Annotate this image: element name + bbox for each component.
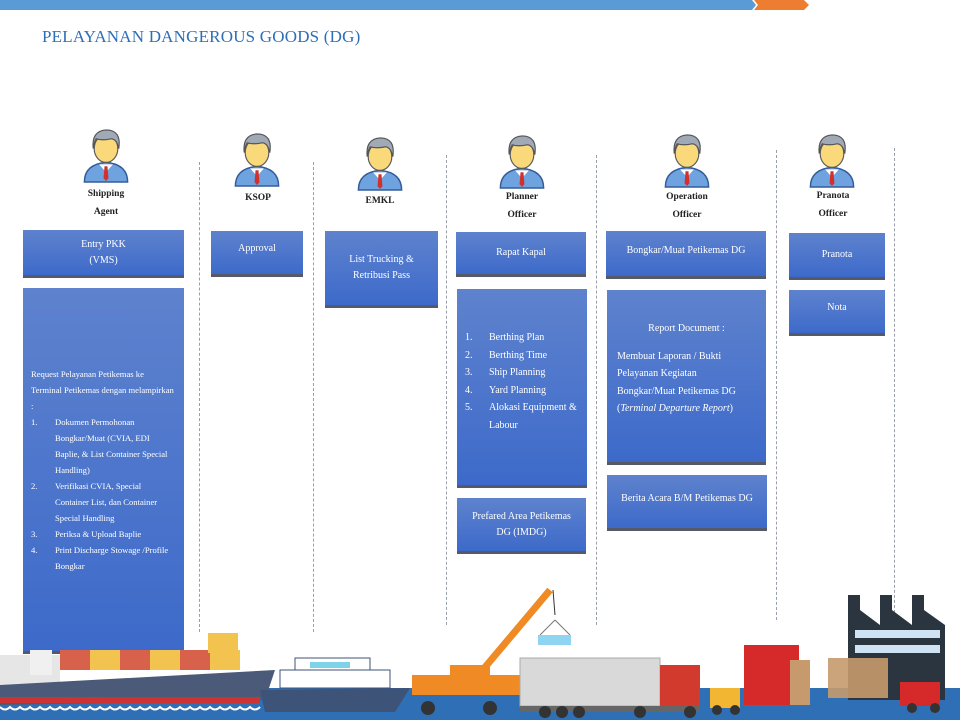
box-text: Terminal Departure Report <box>620 403 730 414</box>
user-avatar-icon <box>83 129 129 183</box>
list-text: Ship Planning <box>489 367 546 378</box>
list-text: Berthing Time <box>489 349 548 361</box>
box-text: Request Pelayanan Petikemas ke Terminal … <box>31 368 174 411</box>
list-number: 4. <box>465 384 473 396</box>
list-text: Alokasi Equipment & Labour <box>489 402 577 431</box>
list-text: Dokumen Permohonan Bongkar/Muat (CVIA, E… <box>55 416 168 475</box>
role-label: Officer <box>818 209 848 219</box>
container-ship <box>0 633 275 711</box>
list-number: 3. <box>465 367 473 378</box>
list-number: 2. <box>31 480 38 491</box>
planner-list: 1. Berthing Plan 2. Berthing Time 3. Ship Pla… <box>465 329 579 434</box>
box-text: ( <box>617 403 621 414</box>
entry-pkk-box: Entry PKK (VMS) <box>23 230 184 278</box>
list-text: Verifikasi CVIA, Special Container List,… <box>55 480 158 523</box>
forklift-and-warehouse <box>710 595 945 715</box>
list-number: 4. <box>31 544 38 555</box>
list-item: 2. Berthing Time <box>465 347 579 365</box>
list-item: 2. Verifikasi CVIA, Special Container Lis… <box>31 478 176 526</box>
list-number: 3. <box>31 528 38 539</box>
list-number: 1. <box>31 416 38 427</box>
role-label: EMKL <box>365 196 395 206</box>
list-text: Berthing Plan <box>489 332 545 343</box>
box-text: Entry PKK <box>81 238 126 250</box>
column-divider <box>313 162 314 632</box>
nota-box: Nota <box>789 290 885 336</box>
list-item: 1. Berthing Plan <box>465 329 579 347</box>
box-text: Approval <box>238 243 276 254</box>
list-text: Print Discharge Stowage /Profile Bongkar <box>55 544 169 571</box>
column-divider <box>776 150 777 620</box>
planner-list-box: 1. Berthing Plan 2. Berthing Time 3. Ship Pla… <box>457 289 587 488</box>
approval-box: Approval <box>211 231 303 277</box>
header-bar <box>0 0 752 10</box>
list-text: Periksa & Upload Baplie <box>55 528 142 539</box>
role-label: Officer <box>507 210 537 220</box>
list-number: 2. <box>465 349 473 361</box>
user-avatar-icon <box>499 135 545 189</box>
list-item: 4. Yard Planning <box>465 382 579 400</box>
box-text: Retribusi Pass <box>353 270 410 281</box>
box-text: Prefared Area Petikemas <box>472 510 571 522</box>
role-label: Agent <box>93 207 119 217</box>
list-number: 1. <box>465 332 473 343</box>
box-text: ) <box>729 403 733 414</box>
role-ksop: KSOP <box>198 189 318 207</box>
user-avatar-icon <box>234 133 280 187</box>
list-item: 4. Print Discharge Stowage /Profile Bongk… <box>31 542 176 574</box>
box-text: (VMS) <box>89 254 118 266</box>
page-title: PELAYANAN DANGEROUS GOODS (DG) <box>42 27 361 46</box>
box-text: Rapat Kapal <box>496 247 546 258</box>
list-trucking-box: List Trucking & Retribusi Pass <box>325 231 438 308</box>
mobile-crane <box>412 587 571 715</box>
report-document-box: Report Document : Membuat Laporan / Bukt… <box>607 290 766 465</box>
user-avatar-icon <box>357 137 403 191</box>
list-number: 5. <box>465 402 473 413</box>
list-item: 3. Ship Planning <box>465 364 579 382</box>
prefared-area-box: Prefared Area Petikemas DG (IMDG) <box>457 498 586 554</box>
ferry-boat <box>260 657 410 712</box>
box-text: Nota <box>827 302 847 313</box>
bongkar-muat-box: Bongkar/Muat Petikemas DG <box>606 231 766 279</box>
role-label: Operation <box>666 192 708 202</box>
column-divider <box>446 155 447 625</box>
report-body: Membuat Laporan / Bukti Pelayanan Kegiat… <box>617 348 756 418</box>
list-item: 3. Periksa & Upload Baplie <box>31 526 176 542</box>
box-text: Bongkar/Muat Petikemas DG <box>626 245 746 256</box>
user-avatar-icon <box>809 134 855 188</box>
role-label: Planner <box>505 192 539 202</box>
role-label: Shipping <box>87 189 125 199</box>
column-divider <box>199 162 200 632</box>
pranota-box: Pranota <box>789 233 885 280</box>
box-text: DG (IMDG) <box>496 526 547 538</box>
box-text: Membuat Laporan / Bukti Pelayanan Kegiat… <box>617 350 736 397</box>
box-text: Berita Acara B/M Petikemas DG <box>621 493 753 504</box>
list-item: 5. Alokasi Equipment & Labour <box>465 399 579 434</box>
request-list: 1. Dokumen Permohonan Bongkar/Muat (CVIA,… <box>31 414 176 574</box>
column-divider <box>596 155 597 625</box>
container-truck <box>519 657 700 718</box>
box-text: Report Document : <box>648 323 725 334</box>
user-avatar-icon <box>664 134 710 188</box>
role-label: Pranota <box>816 191 850 201</box>
role-label: KSOP <box>245 193 271 203</box>
box-text: List Trucking & <box>349 254 414 265</box>
chevron-orange-icon <box>754 0 809 10</box>
role-label: Officer <box>672 210 702 220</box>
list-text: Yard Planning <box>489 384 547 396</box>
berita-acara-box: Berita Acara B/M Petikemas DG <box>607 475 767 531</box>
list-item: 1. Dokumen Permohonan Bongkar/Muat (CVIA,… <box>31 414 176 478</box>
role-emkl: EMKL <box>320 192 440 210</box>
rapat-kapal-box: Rapat Kapal <box>456 232 586 277</box>
box-text: Pranota <box>821 249 853 260</box>
column-divider <box>894 148 895 618</box>
port-illustration <box>0 587 960 720</box>
chevron-white-icon <box>744 0 756 10</box>
